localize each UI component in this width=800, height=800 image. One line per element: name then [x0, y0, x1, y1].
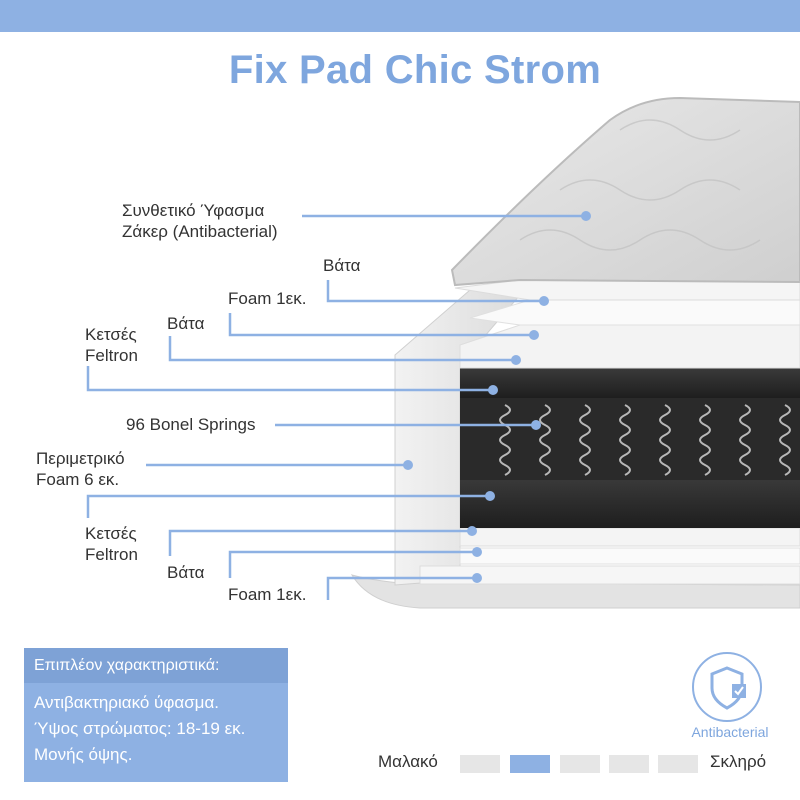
product-title: Fix Pad Chic Strom	[228, 48, 602, 92]
firmness-segment	[658, 755, 698, 773]
bottom-layer-white-1	[459, 527, 800, 547]
firmness-segment	[510, 755, 550, 773]
label-fabric-text: Συνθετικό Ύφασμα Ζάκερ (Antibacterial)	[122, 201, 278, 241]
line-ketses-bottom	[86, 494, 490, 518]
feature-item: Αντιβακτηριακό ύφασμα.	[34, 693, 220, 712]
quilted-cover	[450, 96, 800, 287]
line-foam-bottom-a	[228, 550, 477, 578]
connector-dots	[403, 211, 591, 583]
label-vata-top-2: Βάτα	[167, 314, 205, 333]
line-vata-top-1	[326, 280, 544, 303]
label-vata-top-1: Βάτα	[323, 256, 361, 275]
firmness-segment	[460, 755, 500, 773]
label-ketses-bottom: Κετσές Feltron	[85, 524, 138, 564]
label-springs: 96 Bonel Springs	[126, 415, 256, 434]
antibacterial-label: Antibacterial	[691, 724, 769, 740]
label-foam-top: Foam 1εκ.	[228, 289, 307, 308]
line-vata-bottom	[168, 529, 472, 556]
top-accent-bar	[0, 0, 800, 32]
felt-bottom-layer	[460, 478, 800, 528]
features-box: Επιπλέον χαρακτηριστικά: Αντιβακτηριακό …	[24, 648, 288, 782]
spring-coils	[499, 404, 791, 476]
line-vata-top-2	[168, 336, 516, 362]
label-fabric: Συνθετικό Ύφασμα Ζάκερ (Antibacterial)	[122, 200, 278, 242]
firmness-soft-label: Μαλακό	[378, 752, 438, 771]
label-vata-bottom: Βάτα	[167, 563, 205, 582]
connector-lines	[86, 214, 586, 600]
cover-quilt-pattern	[519, 119, 761, 251]
line-ketses-top	[86, 366, 493, 392]
bottom-layer-white-3	[419, 565, 800, 585]
label-foam-bottom: Foam 1εκ.	[228, 585, 307, 604]
antibacterial-badge	[692, 652, 762, 722]
bottom-layer-white-2	[459, 547, 800, 565]
features-heading: Επιπλέον χαρακτηριστικά:	[24, 648, 288, 683]
shield-check-icon	[710, 666, 746, 710]
line-foam-bottom-b	[326, 576, 477, 600]
firmness-segment	[560, 755, 600, 773]
label-ketses-top: Κετσές Feltron	[85, 325, 138, 365]
feature-item: Ύψος στρώματος: 18-19 εκ.	[34, 719, 246, 738]
label-perimeter-foam: Περιμετρικό Foam 6 εκ.	[36, 449, 125, 489]
firmness-hard-label: Σκληρό	[710, 752, 767, 771]
firmness-segment	[609, 755, 649, 773]
felt-top-layer	[460, 368, 800, 398]
top-layer-white-3	[459, 324, 800, 369]
top-layer-white-2	[469, 299, 800, 326]
feature-item: Μονής όψης.	[34, 745, 133, 764]
line-foam-top	[228, 313, 534, 337]
